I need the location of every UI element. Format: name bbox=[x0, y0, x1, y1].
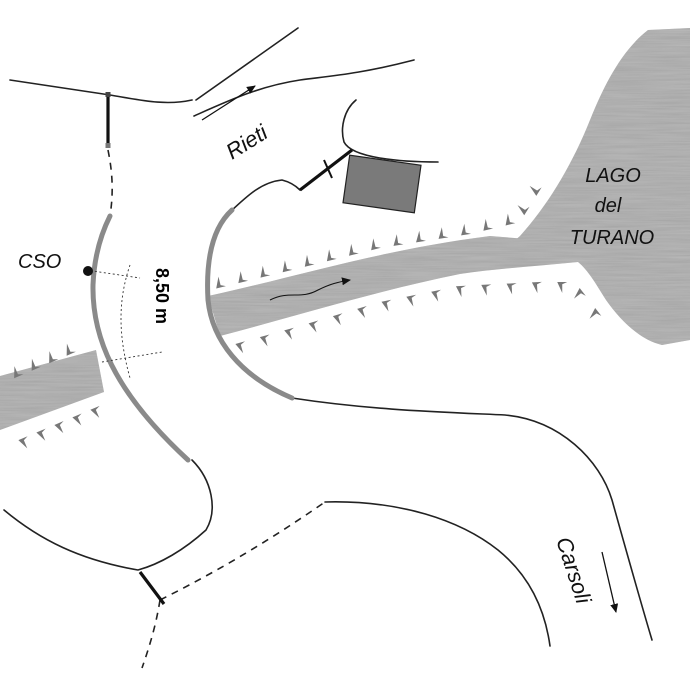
building bbox=[342, 154, 422, 214]
water-body bbox=[0, 28, 690, 430]
bank-mark bbox=[282, 260, 293, 273]
bank-mark bbox=[72, 413, 82, 426]
gauge-line-top bbox=[85, 269, 141, 279]
bank-mark bbox=[66, 343, 76, 356]
road-north-stub bbox=[229, 179, 301, 213]
bank-mark bbox=[216, 276, 226, 289]
bank-mark bbox=[574, 287, 586, 299]
lake-label-line1: LAGO bbox=[585, 165, 641, 187]
bank-mark bbox=[517, 205, 530, 216]
bank-mark bbox=[90, 405, 100, 418]
width-measure-label: 8,50 m bbox=[152, 268, 172, 324]
lake-turano bbox=[490, 28, 690, 345]
gauge-arc bbox=[120, 264, 131, 379]
bank-mark bbox=[260, 265, 271, 278]
bank-mark bbox=[505, 213, 516, 226]
bank-mark bbox=[18, 436, 28, 449]
lake-label-line2: del bbox=[595, 195, 622, 217]
bank-mark bbox=[54, 421, 64, 434]
embankments bbox=[90, 207, 295, 463]
bank-mark bbox=[431, 289, 441, 302]
bank-mark bbox=[357, 305, 367, 318]
bank-mark bbox=[308, 320, 319, 333]
barrier-north-cap-top bbox=[105, 92, 111, 97]
bank-mark bbox=[531, 281, 542, 294]
barrier-gate-tick bbox=[323, 159, 333, 179]
label-rieti: Rieti bbox=[221, 119, 273, 164]
bank-marks bbox=[14, 185, 602, 449]
channel-east bbox=[208, 236, 578, 336]
bank-mark bbox=[371, 238, 381, 251]
barrier-gate bbox=[299, 148, 353, 192]
barriers bbox=[105, 92, 353, 605]
road-top-left bbox=[9, 79, 193, 104]
arrow-icon-rieti bbox=[201, 85, 256, 121]
roads bbox=[3, 27, 653, 669]
bank-mark bbox=[36, 428, 46, 441]
embankment-west bbox=[90, 213, 191, 463]
label-carsoli: Carsoli bbox=[551, 534, 596, 608]
bank-mark bbox=[483, 218, 494, 231]
bank-mark bbox=[235, 341, 246, 354]
width-gauge bbox=[85, 264, 163, 379]
bank-mark bbox=[557, 282, 568, 293]
bank-mark bbox=[393, 234, 404, 246]
dot-icon-cso bbox=[83, 266, 93, 276]
lake-label-line3: TURANO bbox=[570, 227, 654, 249]
road-west-lower bbox=[3, 459, 213, 571]
bank-mark bbox=[49, 351, 59, 364]
bank-mark bbox=[332, 313, 343, 326]
bank-mark bbox=[326, 249, 337, 262]
road-top-mid bbox=[195, 27, 299, 101]
bank-mark bbox=[31, 358, 41, 371]
bank-mark bbox=[438, 227, 449, 239]
label-cso: CSO bbox=[18, 251, 61, 273]
barrier-south bbox=[138, 571, 166, 605]
road-east-outer bbox=[324, 501, 551, 647]
flow-arrow-icon bbox=[269, 277, 351, 301]
gauge-line-bottom bbox=[101, 351, 163, 363]
arrow-icon-carsoli bbox=[601, 551, 619, 613]
bank-mark bbox=[349, 243, 359, 256]
road-north-curve bbox=[341, 99, 439, 163]
embankment-east bbox=[205, 207, 295, 401]
bank-mark bbox=[259, 334, 270, 347]
bank-mark bbox=[406, 294, 417, 307]
road-dash-east bbox=[159, 501, 326, 601]
bank-mark bbox=[481, 284, 492, 296]
road-dash-south bbox=[141, 599, 161, 669]
bank-mark bbox=[455, 285, 466, 297]
bank-mark bbox=[304, 254, 315, 267]
bank-mark bbox=[381, 299, 392, 312]
bank-mark bbox=[529, 185, 542, 196]
bank-mark bbox=[14, 366, 24, 379]
bank-mark bbox=[416, 230, 426, 243]
bank-mark bbox=[284, 327, 294, 340]
bank-mark bbox=[461, 223, 471, 236]
bank-mark bbox=[238, 271, 249, 284]
bank-mark bbox=[506, 283, 517, 295]
road-top-right bbox=[193, 59, 415, 117]
barrier-north-cap-bottom bbox=[105, 143, 111, 148]
road-east-inner bbox=[291, 397, 653, 641]
bank-mark bbox=[589, 308, 602, 319]
road-dash-north bbox=[107, 149, 113, 217]
channel-west bbox=[0, 350, 104, 430]
